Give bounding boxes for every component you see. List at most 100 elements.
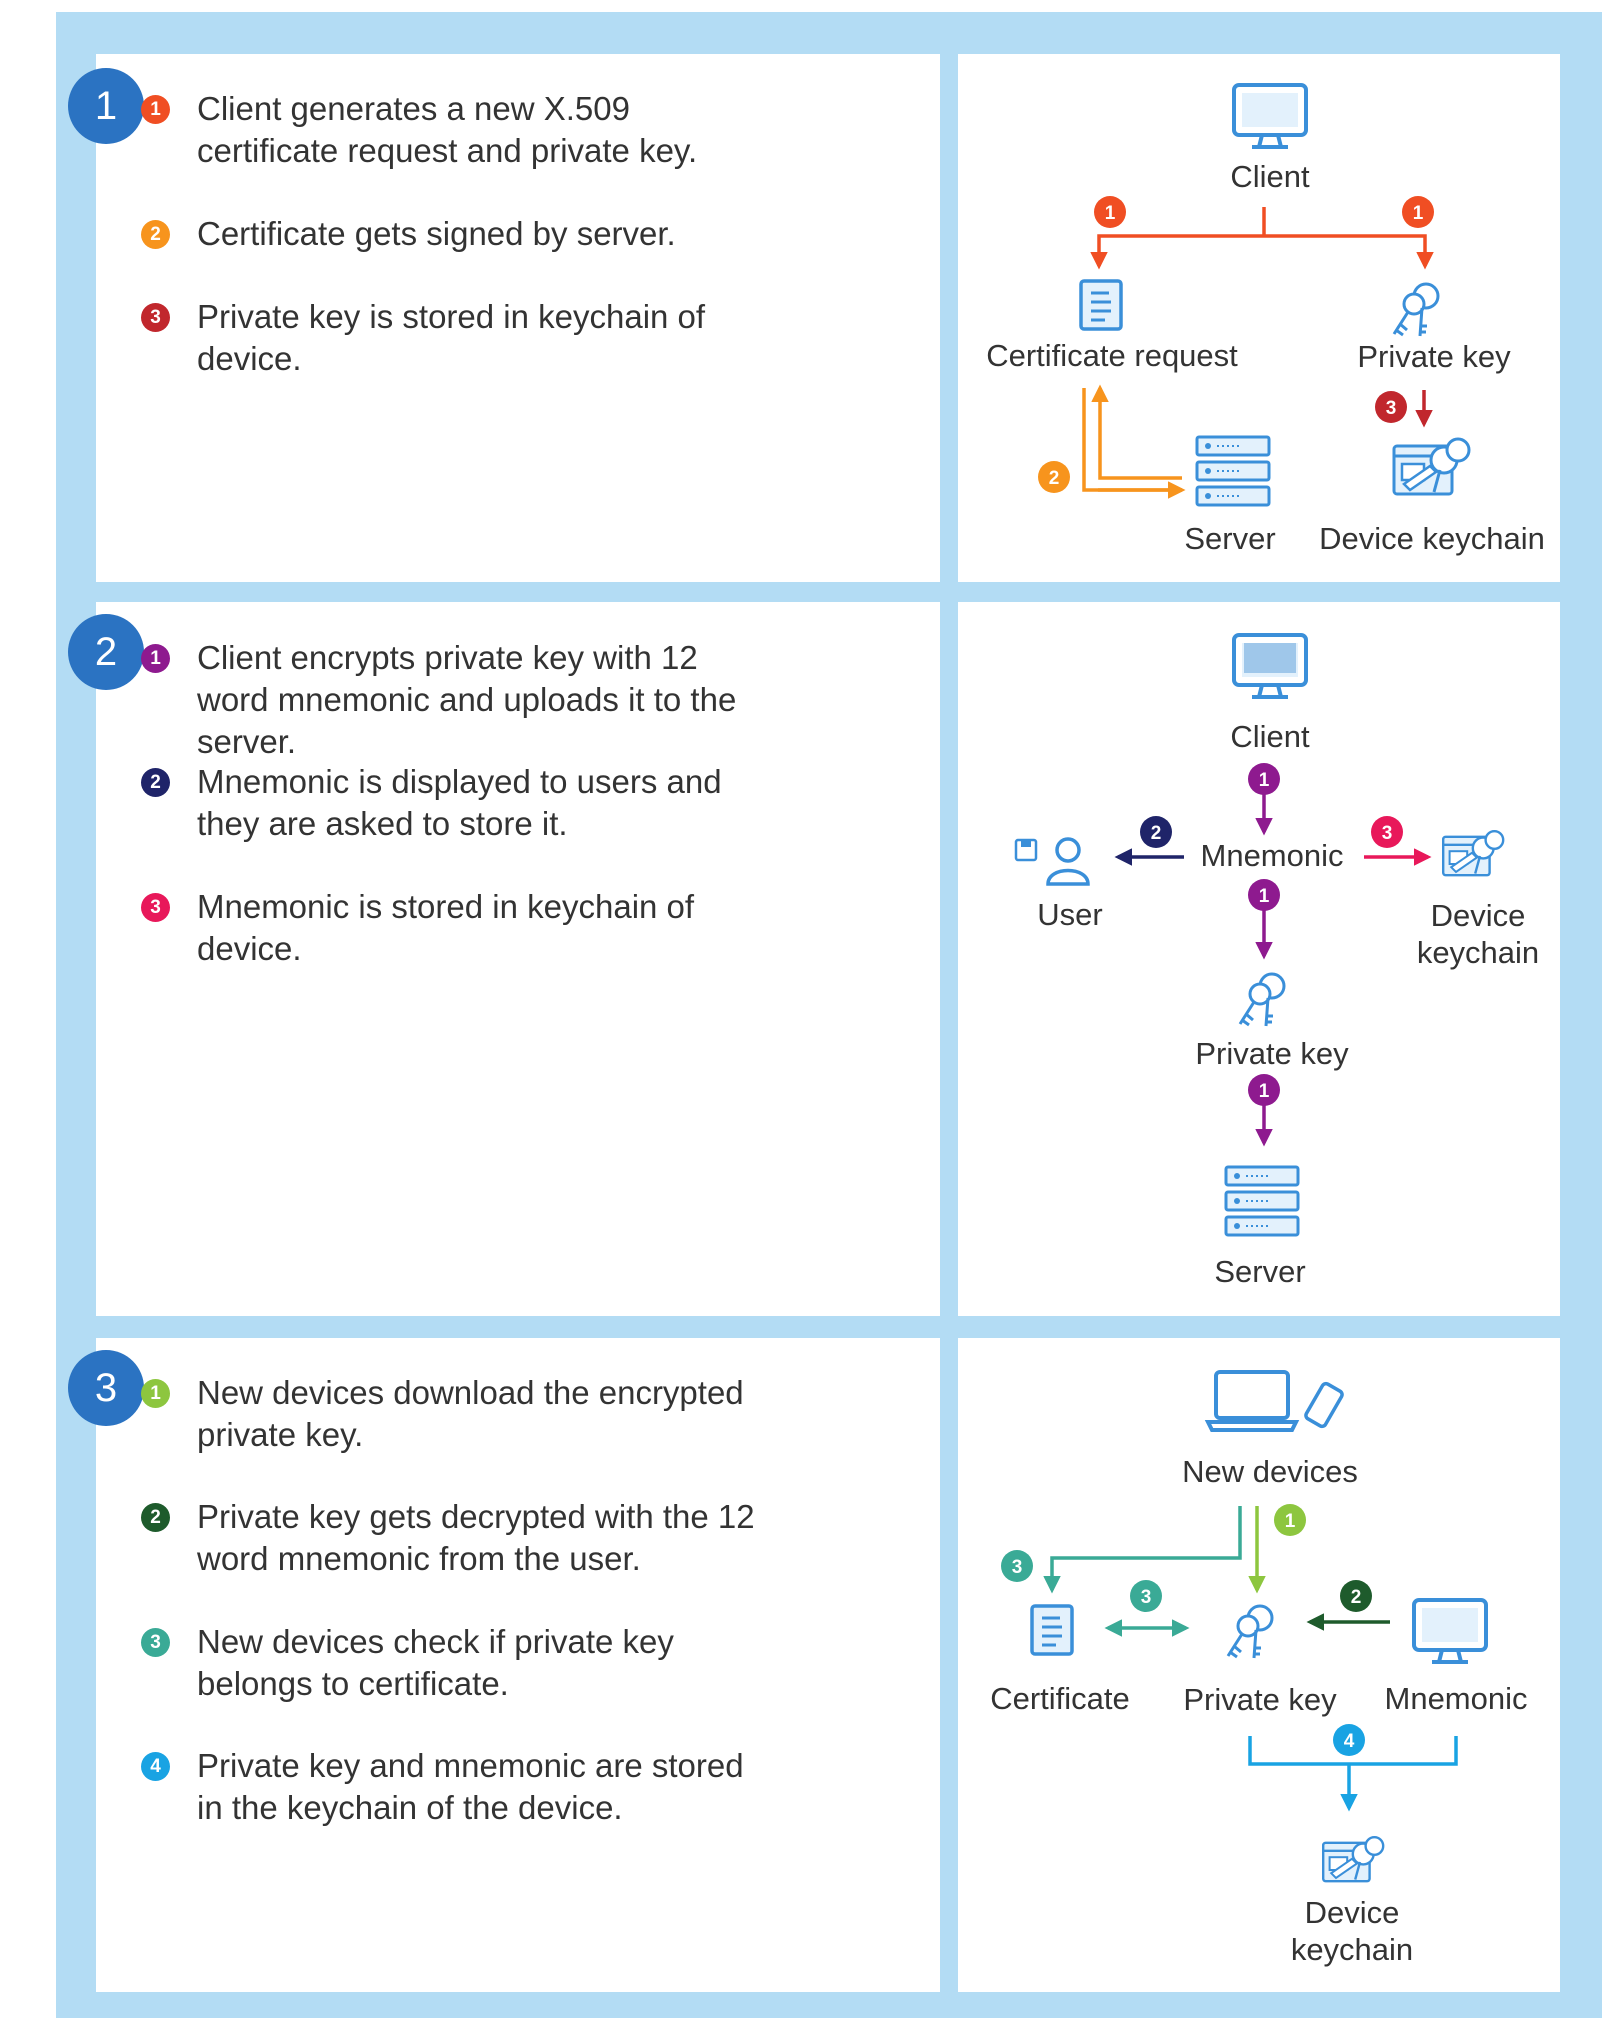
step3-badge-store [1333,1724,1365,1756]
step-1-badge: 1 [68,68,144,144]
item-number-badge: 2 [141,220,170,249]
step-3-item-2: 2 Private key gets decrypted with the 12… [141,1496,757,1580]
item-number-badge: 2 [141,768,170,797]
step2-badge-upload [1248,1074,1280,1106]
certificate-request-doc-icon [1079,279,1123,331]
step3-badge-check-number: 3 [1141,1587,1152,1608]
certificate-label: Certificate [990,1681,1130,1716]
step-1-item-3: 3 Private key is stored in keychain of d… [141,296,757,380]
item-text: Certificate gets signed by server. [197,215,676,252]
step2-badge-upload-number: 1 [1259,1081,1270,1102]
item-text: New devices download the encrypted priva… [197,1374,744,1453]
item-number-badge: 4 [141,1752,170,1781]
step3-badge-store-number: 4 [1344,1731,1355,1752]
certificate-doc-icon [1030,1604,1074,1656]
item-text: Private key and mnemonic are stored in t… [197,1747,744,1826]
step1-badge-key-number: 1 [1413,203,1424,224]
mnemonic-label-3: Mnemonic [1385,1681,1528,1716]
server-icon [1195,435,1271,507]
step3-badge-download [1274,1504,1306,1536]
step1-badge-cert [1094,196,1126,228]
step2-badge-store-number: 3 [1382,823,1393,844]
server-to-cert-arrow [1091,384,1182,480]
step3-badge-decrypt-number: 2 [1351,1587,1362,1608]
item-number-badge: 3 [141,1628,170,1657]
device-keychain-icon-3 [1321,1835,1385,1883]
step3-badge-check [1130,1580,1162,1612]
private-key-icon-3 [1226,1604,1274,1660]
client-to-key-arrow [1264,234,1434,270]
item-number-badge: 3 [141,893,170,922]
step1-badge-store-number: 3 [1386,398,1397,419]
step2-badge-key-number: 1 [1259,886,1270,907]
step-2-text-panel [96,602,940,1316]
step2-badge-key [1248,879,1280,911]
client-label: Client [1230,159,1310,194]
device-keychain-label-line2: keychain [1417,935,1539,970]
step3-badge-cert-number: 3 [1012,1557,1023,1578]
step-3-item-3: 3 New devices check if private key belon… [141,1621,757,1705]
step2-badge-encrypt-number: 1 [1259,770,1270,791]
step-3-item-1: 1 New devices download the encrypted pri… [141,1372,757,1456]
step-2-item-2: 2 Mnemonic is displayed to users and the… [141,761,757,845]
step1-badge-store [1375,391,1407,423]
step-3-text-panel [96,1338,940,1992]
step1-badge-key [1402,196,1434,228]
step2-badge-display [1140,816,1172,848]
laptop-icon [1206,1370,1298,1432]
mnemonic-label-2: Mnemonic [1201,838,1344,873]
item-text: Mnemonic is stored in keychain of device… [197,888,695,967]
item-number-badge: 1 [141,1379,170,1408]
device-keychain-label-line1-3: Device [1305,1895,1400,1930]
step-1-item-1: 1 Client generates a new X.509 certifica… [141,88,757,172]
item-text: Client encrypts private key with 12 word… [197,639,737,760]
device-keychain-label-line2-3: keychain [1291,1932,1413,1967]
step-3-badge: 3 [68,1350,144,1426]
private-key-label-2: Private key [1195,1036,1349,1071]
private-key-label-3: Private key [1183,1682,1337,1717]
item-number-badge: 2 [141,1503,170,1532]
item-number-badge: 3 [141,303,170,332]
phone-icon [1302,1380,1346,1430]
item-text: Private key is stored in keychain of dev… [197,298,706,377]
item-number-badge: 1 [141,95,170,124]
step-2-badge: 2 [68,614,144,690]
step1-badge-sign-number: 2 [1049,468,1060,489]
step1-badge-cert-number: 1 [1105,203,1116,224]
step1-badge-sign [1038,461,1070,493]
step2-badge-display-number: 2 [1151,823,1162,844]
user-icon [1046,837,1090,886]
store-bracket-line [1248,1736,1458,1766]
server-label: Server [1184,521,1275,556]
step3-badge-download-number: 1 [1285,1511,1296,1532]
client-to-cert-arrow [1090,234,1264,270]
item-number-badge: 1 [141,644,170,673]
server-icon-2 [1224,1165,1300,1237]
private-key-icon-2 [1238,972,1286,1028]
item-text: Mnemonic is displayed to users and they … [197,763,722,842]
private-key-label: Private key [1357,339,1511,374]
step-2-item-3: 3 Mnemonic is stored in keychain of devi… [141,886,757,970]
step-3-diagram-panel [958,1338,1560,1992]
floppy-disk-icon [1014,838,1038,862]
device-keychain-label-line1: Device [1431,898,1526,933]
server-label-2: Server [1214,1254,1305,1289]
item-text: Private key gets decrypted with the 12 w… [197,1498,755,1577]
encrypted-screen-pattern [1244,643,1296,673]
client-label-2: Client [1230,719,1310,754]
certificate-request-label: Certificate request [986,338,1238,373]
step3-badge-cert [1001,1550,1033,1582]
step-2-item-1: 1 Client encrypts private key with 12 wo… [141,637,757,763]
mnemonic-monitor-icon [1412,1598,1488,1664]
step-1-text-panel [96,54,940,582]
user-label: User [1037,897,1102,932]
step2-badge-encrypt [1248,763,1280,795]
item-text: Client generates a new X.509 certificate… [197,90,698,169]
step2-badge-store [1371,816,1403,848]
step3-badge-decrypt [1340,1580,1372,1612]
private-key-icon [1392,282,1440,338]
client-monitor-icon [1232,83,1308,149]
step-3-item-4: 4 Private key and mnemonic are stored in… [141,1745,757,1829]
new-devices-label: New devices [1182,1454,1358,1489]
